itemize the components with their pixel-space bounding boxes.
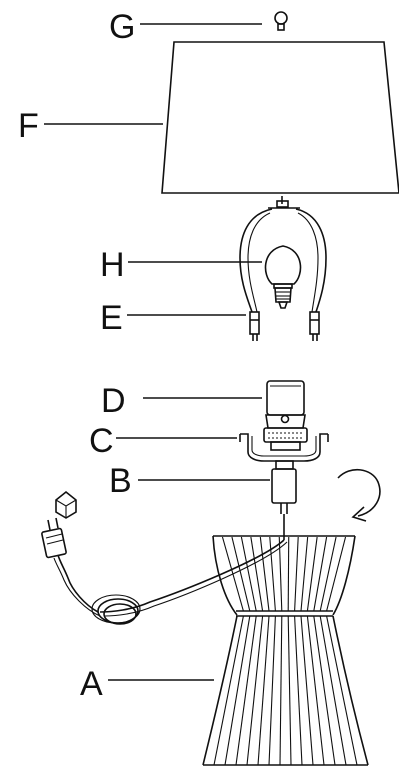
callout-e: E xyxy=(100,299,246,337)
base-strand-lower xyxy=(326,615,358,766)
base-strand-upper xyxy=(300,536,309,612)
base-strand-upper xyxy=(250,536,264,612)
base-strand-lower xyxy=(313,615,336,766)
callout-a: A xyxy=(80,665,214,703)
power-cord xyxy=(53,539,288,625)
base-strand-lower xyxy=(294,615,303,766)
socket xyxy=(263,380,308,451)
base-strand-upper xyxy=(294,536,299,612)
harp-saddle xyxy=(239,433,329,470)
base-strand-lower xyxy=(235,615,257,766)
base-strand-lower xyxy=(319,615,347,766)
base-strand-upper xyxy=(287,536,290,612)
base-strand-lower xyxy=(246,615,264,766)
base-strand-upper xyxy=(259,536,270,612)
label-c: C xyxy=(89,422,114,460)
base-strand-lower xyxy=(224,615,251,766)
label-d: D xyxy=(101,382,126,420)
base-strand-upper xyxy=(278,536,283,612)
base-strand-upper xyxy=(313,536,328,612)
base-strand-upper xyxy=(326,536,347,612)
callout-d: D xyxy=(101,382,262,420)
lamp-base xyxy=(202,535,369,766)
callout-c: C xyxy=(89,422,237,460)
label-g: G xyxy=(109,8,135,46)
callout-f: F xyxy=(18,107,163,145)
callout-g: G xyxy=(109,8,262,46)
harp-holder xyxy=(271,468,297,540)
base-strand-upper xyxy=(231,536,251,612)
base-strand-lower xyxy=(306,615,325,766)
lamp-shade xyxy=(161,41,399,194)
callout-b: B xyxy=(109,462,270,500)
base-strand-lower xyxy=(300,615,314,766)
plug-icon xyxy=(41,490,77,559)
base-strand-lower xyxy=(268,615,276,766)
base-strand-lower xyxy=(287,615,292,766)
light-bulb-icon xyxy=(264,245,302,309)
callout-h: H xyxy=(100,246,262,284)
base-strand-lower xyxy=(257,615,270,766)
base-strands xyxy=(213,536,358,766)
base-strand-lower xyxy=(279,615,283,766)
label-h: H xyxy=(100,246,125,284)
label-e: E xyxy=(100,299,123,337)
rotation-arrow-icon xyxy=(337,469,381,522)
harp xyxy=(239,196,327,341)
label-f: F xyxy=(18,107,39,145)
base-strand-upper xyxy=(240,536,257,612)
base-strand-upper xyxy=(319,536,337,612)
base-strand-upper xyxy=(306,536,318,612)
finial-icon xyxy=(274,11,288,31)
label-b: B xyxy=(109,462,132,500)
base-strand-lower xyxy=(213,615,244,766)
label-a: A xyxy=(80,665,103,703)
